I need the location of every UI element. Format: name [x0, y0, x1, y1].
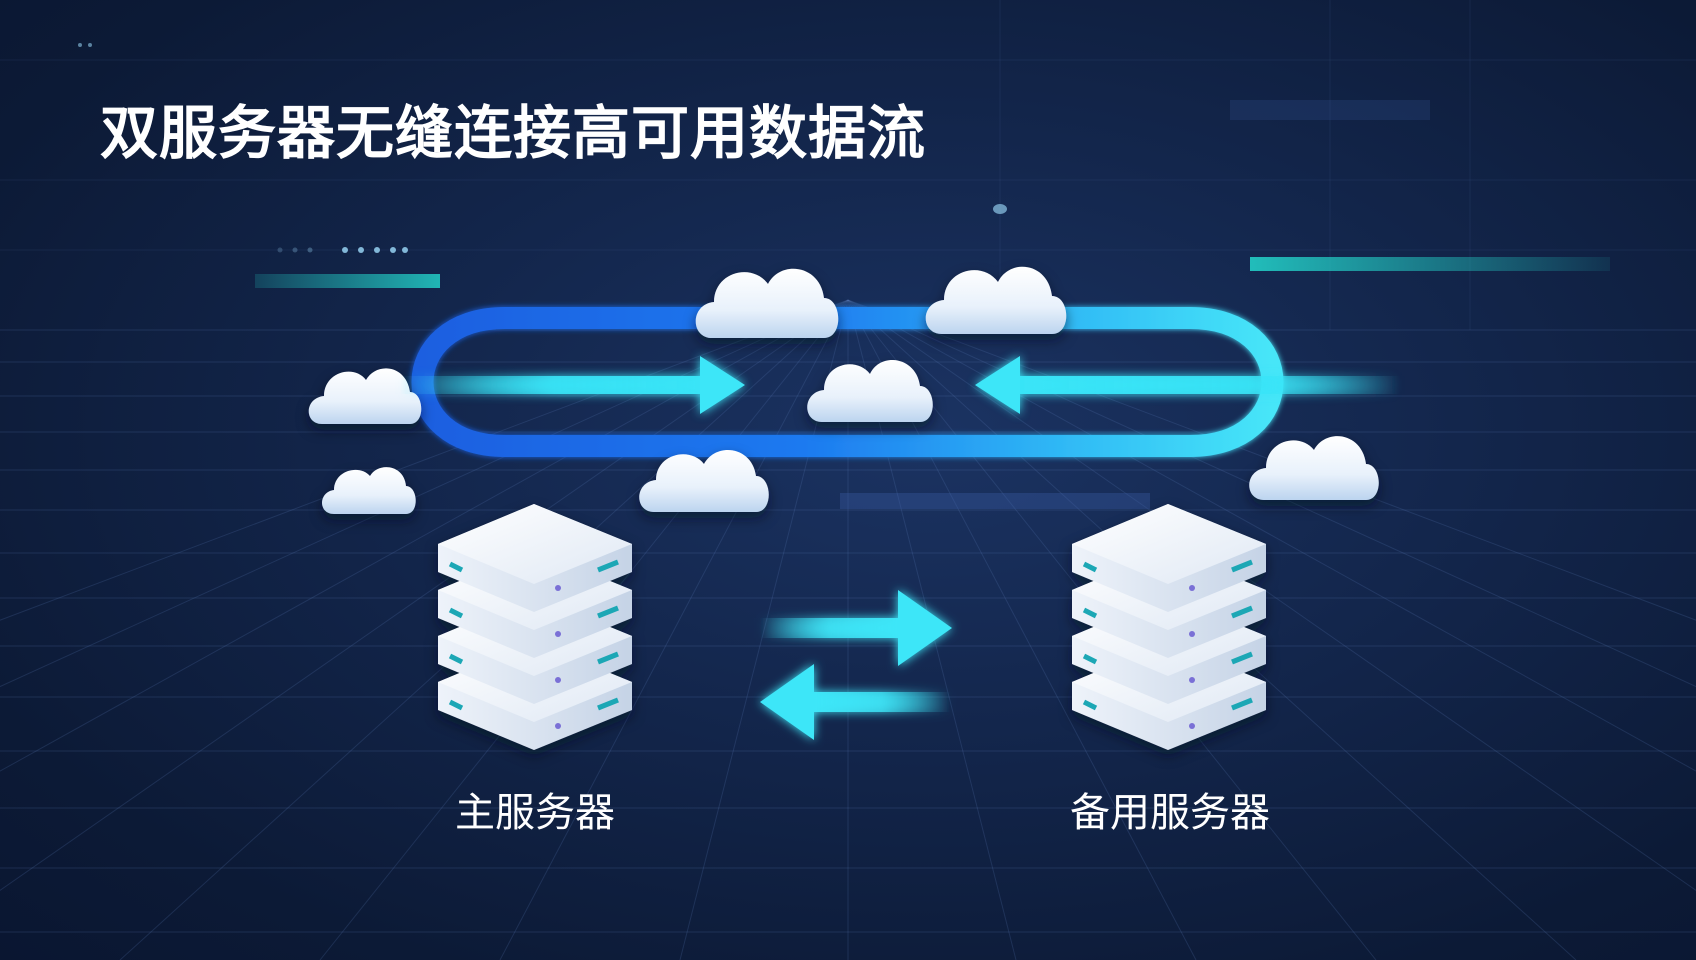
backup-server-label: 备用服务器 — [1070, 790, 1270, 836]
backup-server-icon — [1072, 504, 1266, 750]
page-title: 双服务器无缝连接高可用数据流 — [100, 99, 927, 167]
decor-dots — [78, 43, 1007, 253]
primary-server-icon — [438, 504, 632, 750]
primary-server-label: 主服务器 — [455, 790, 615, 836]
cloud-icon — [308, 266, 1379, 514]
bidirectional-arrows-icon — [760, 590, 952, 740]
data-loop-icon — [411, 307, 1284, 457]
decor-bar-left — [255, 274, 440, 288]
decor-bar-right — [1250, 257, 1610, 271]
loop-arrow-left-icon — [975, 356, 1400, 414]
loop-arrow-right-icon — [400, 356, 745, 414]
